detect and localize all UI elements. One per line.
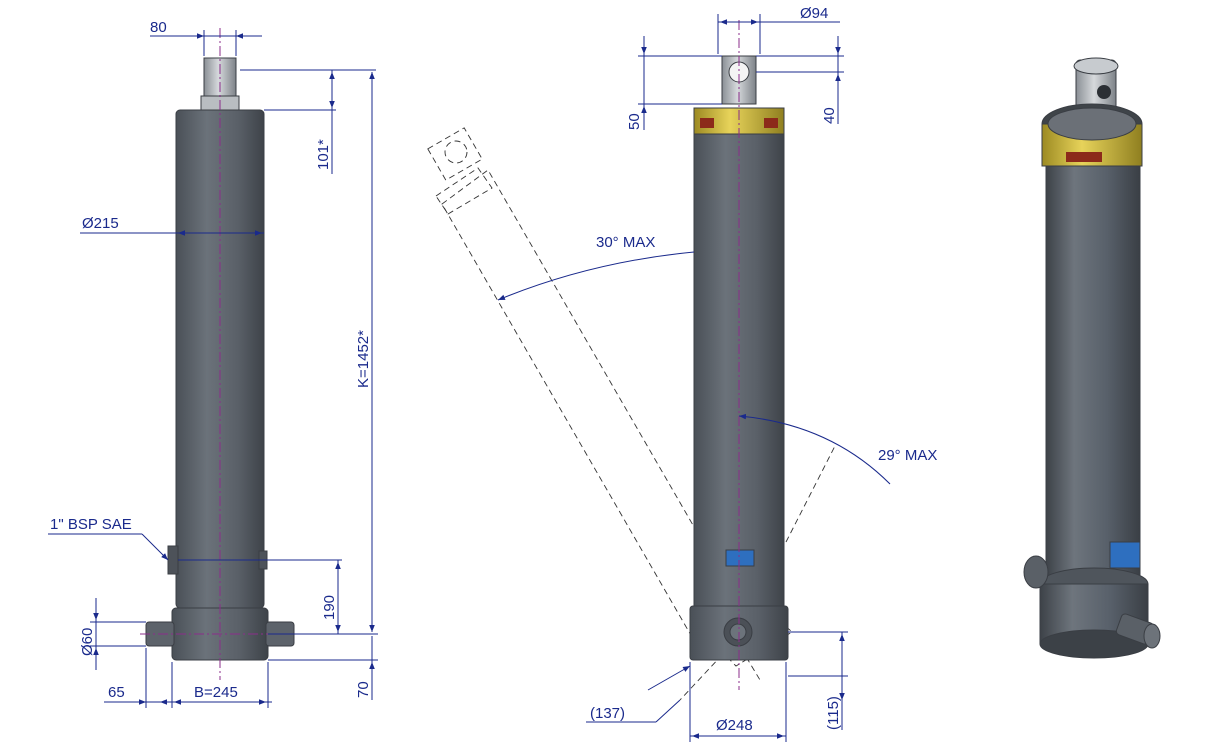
label-tilt-backward: 29° MAX — [878, 447, 937, 464]
isometric-view — [1023, 57, 1161, 659]
dim-base-width: B=245 — [194, 684, 238, 701]
dim-base-offset: (115) — [825, 696, 842, 730]
iso-eye-hole — [1097, 85, 1111, 99]
dim-base-height: 70 — [355, 681, 372, 698]
iso-name-plate — [1109, 541, 1141, 569]
front-view — [140, 28, 300, 680]
dim-pin-diameter: Ø60 — [79, 628, 96, 656]
label-tilt-forward: 30° MAX — [596, 234, 655, 251]
side-view — [427, 20, 837, 701]
oil-port — [167, 545, 179, 575]
dim-body-diameter: Ø215 — [82, 215, 119, 232]
dim-port-height: 190 — [321, 595, 338, 620]
dim-eye-diameter: Ø94 — [800, 5, 828, 22]
iso-pin-right-end — [1143, 623, 1161, 649]
trunnion-bore-inner — [729, 623, 747, 641]
dim-eye-height: 50 — [626, 113, 643, 130]
iso-pin-left — [1023, 555, 1049, 589]
dim-pin-length: 65 — [108, 684, 125, 701]
iso-collar-label — [1066, 152, 1102, 162]
label-port: 1" BSP SAE — [50, 516, 132, 533]
dim-base-diameter: Ø248 — [716, 717, 753, 734]
name-plate — [725, 549, 755, 567]
dim-tilt-offset: (137) — [590, 705, 625, 722]
dim-rod-width: 80 — [150, 19, 167, 36]
side-dimensions: Ø94 50 40 30° MAX 29° MAX (137) Ø248 — [497, 5, 937, 742]
front-dimensions: 80 101* Ø215 K=1452* 1" BSP SAE 190 — [48, 19, 378, 708]
collar-label — [700, 118, 714, 128]
iso-cylinder-body — [1045, 165, 1141, 587]
dim-rod-offset: 101* — [315, 139, 332, 170]
collar-label-2 — [764, 118, 778, 128]
dim-closed-length: K=1452* — [355, 330, 372, 388]
iso-eye-top — [1073, 57, 1119, 75]
dim-eye-hole: 40 — [821, 107, 838, 124]
iso-collar-rim — [1047, 107, 1137, 141]
